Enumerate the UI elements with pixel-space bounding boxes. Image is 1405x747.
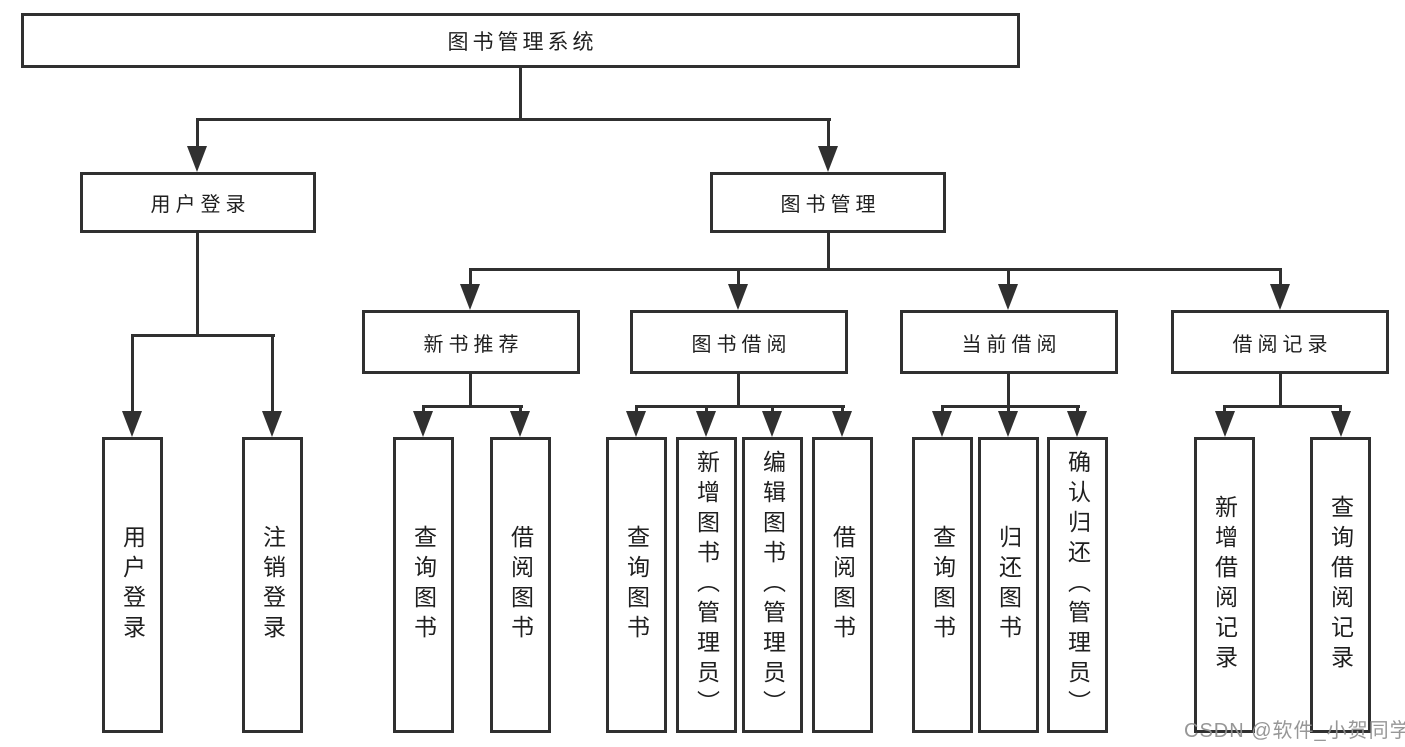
leaf-br-query-record: 查询借阅记录 — [1310, 437, 1371, 733]
connector-login-leaf1-line — [131, 334, 134, 414]
arrowhead-bb-leaf2 — [696, 411, 716, 437]
leaf-cb-query-book-label: 查询图书 — [929, 525, 956, 645]
connector-new-book-bar — [422, 405, 523, 408]
leaf-cb-return-book: 归还图书 — [978, 437, 1039, 733]
leaf-bb-borrow-book-label: 借阅图书 — [829, 525, 856, 645]
leaf-user-login: 用户登录 — [102, 437, 163, 733]
node-new-book-label: 新书推荐 — [423, 333, 524, 356]
leaf-br-query-record-label: 查询借阅记录 — [1327, 495, 1354, 675]
arrowhead-login-leaf1 — [122, 411, 142, 437]
connector-new-book-stub — [469, 268, 472, 288]
leaf-nb-borrow-book-label: 借阅图书 — [507, 525, 534, 645]
leaf-bb-query-book: 查询图书 — [606, 437, 667, 733]
leaf-bb-edit-book-admin: 编辑图书（管理员） — [742, 437, 803, 733]
arrowhead-nb-leaf2 — [510, 411, 530, 437]
leaf-logout-label: 注销登录 — [259, 525, 286, 645]
connector-book-mgmt-vline — [827, 231, 830, 271]
arrowhead-bb-leaf4 — [832, 411, 852, 437]
connector-user-login-vline — [196, 231, 199, 337]
node-user-login: 用户登录 — [80, 172, 316, 233]
node-current-borrow: 当前借阅 — [900, 310, 1118, 374]
connector-level3-bar — [469, 268, 1282, 271]
leaf-nb-query-book: 查询图书 — [393, 437, 454, 733]
leaf-nb-query-book-label: 查询图书 — [410, 525, 437, 645]
arrowhead-bb-leaf1 — [626, 411, 646, 437]
leaf-user-login-label: 用户登录 — [119, 525, 146, 645]
connector-book-borrow-stub — [737, 268, 740, 288]
arrowhead-new-book — [460, 284, 480, 310]
connector-current-borrow-vline — [1007, 372, 1010, 408]
leaf-bb-edit-book-admin-label: 编辑图书（管理员） — [759, 450, 786, 720]
leaf-br-add-record-label: 新增借阅记录 — [1211, 495, 1238, 675]
leaf-cb-return-book-label: 归还图书 — [995, 525, 1022, 645]
connector-level2-bar — [196, 118, 831, 121]
connector-current-borrow-bar — [941, 405, 1080, 408]
leaf-bb-borrow-book: 借阅图书 — [812, 437, 873, 733]
csdn-watermark: CSDN @软件_小贺同学 — [1184, 720, 1405, 742]
connector-borrow-records-vline — [1279, 372, 1282, 408]
connector-current-borrow-stub — [1007, 268, 1010, 288]
arrowhead-borrow-records — [1270, 284, 1290, 310]
leaf-cb-confirm-return-admin-label: 确认归还（管理员） — [1064, 450, 1091, 720]
arrowhead-cb-leaf1 — [932, 411, 952, 437]
node-book-mgmt: 图书管理 — [710, 172, 946, 233]
arrowhead-book-mgmt — [818, 146, 838, 172]
arrowhead-cb-leaf2 — [998, 411, 1018, 437]
node-book-borrow-label: 图书借阅 — [691, 333, 792, 356]
leaf-logout: 注销登录 — [242, 437, 303, 733]
node-new-book-recommend: 新书推荐 — [362, 310, 580, 374]
connector-borrow-records-bar — [1223, 405, 1342, 408]
arrowhead-cb-leaf3 — [1067, 411, 1087, 437]
leaf-bb-add-book-admin-label: 新增图书（管理员） — [693, 450, 720, 720]
node-root-label: 图书管理系统 — [447, 30, 598, 54]
arrowhead-br-leaf1 — [1215, 411, 1235, 437]
arrowhead-book-borrow — [728, 284, 748, 310]
node-user-login-label: 用户登录 — [150, 194, 251, 216]
arrowhead-current-borrow — [998, 284, 1018, 310]
connector-book-mgmt-stub — [827, 118, 830, 150]
connector-user-login-stub — [196, 118, 199, 150]
connector-borrow-records-stub — [1279, 268, 1282, 288]
connector-book-borrow-bar — [635, 405, 845, 408]
leaf-nb-borrow-book: 借阅图书 — [490, 437, 551, 733]
connector-book-borrow-vline — [737, 372, 740, 408]
connector-login-leaf2-line — [271, 334, 274, 414]
node-book-borrow: 图书借阅 — [630, 310, 848, 374]
node-current-borrow-label: 当前借阅 — [961, 333, 1062, 356]
arrowhead-user-login — [187, 146, 207, 172]
arrowhead-br-leaf2 — [1331, 411, 1351, 437]
leaf-bb-query-book-label: 查询图书 — [623, 525, 650, 645]
leaf-cb-confirm-return-admin: 确认归还（管理员） — [1047, 437, 1108, 733]
node-root: 图书管理系统 — [21, 13, 1020, 68]
node-book-mgmt-label: 图书管理 — [780, 194, 881, 216]
connector-user-login-bar — [131, 334, 275, 337]
node-borrow-records-label: 借阅记录 — [1232, 333, 1333, 356]
connector-root-vline — [519, 66, 522, 121]
leaf-br-add-record: 新增借阅记录 — [1194, 437, 1255, 733]
arrowhead-nb-leaf1 — [413, 411, 433, 437]
leaf-cb-query-book: 查询图书 — [912, 437, 973, 733]
node-borrow-records: 借阅记录 — [1171, 310, 1389, 374]
arrowhead-login-leaf2 — [262, 411, 282, 437]
arrowhead-bb-leaf3 — [762, 411, 782, 437]
connector-new-book-vline — [469, 372, 472, 408]
leaf-bb-add-book-admin: 新增图书（管理员） — [676, 437, 737, 733]
